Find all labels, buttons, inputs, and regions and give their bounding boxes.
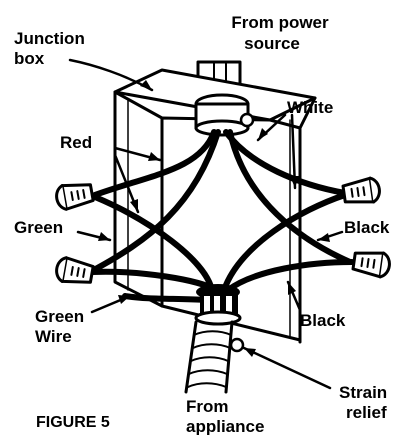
wire-ground	[122, 293, 208, 303]
red-wire-label: Red	[60, 133, 92, 152]
from-power-source-label-line2: source	[244, 34, 300, 53]
junction-box-label-line2: box	[14, 49, 45, 68]
wire-nut-lower-right	[351, 251, 391, 279]
wire-nut-upper-right	[341, 176, 381, 204]
white-wire-label: White	[287, 98, 333, 117]
green-wire-caption-line1: Green	[35, 307, 84, 326]
wire-black-left	[87, 129, 221, 275]
from-appliance-label-line1: From	[186, 397, 229, 416]
figure-caption: FIGURE 5	[36, 414, 110, 431]
bottom-fitting	[194, 284, 245, 353]
wire-black-lower	[225, 259, 355, 293]
wire-nut-upper-left	[55, 183, 95, 211]
black-wire-label-bottom: Black	[300, 311, 346, 330]
top-fitting	[194, 93, 255, 137]
from-appliance-label-line2: appliance	[186, 417, 264, 435]
wire-red-lower	[92, 194, 215, 293]
leader-lines	[68, 58, 344, 390]
junction-box-label-line1: Junction	[14, 29, 85, 48]
wire-black-right	[227, 129, 353, 265]
strain-relief-label-line2: relief	[346, 403, 387, 422]
green-wire-label: Green	[14, 218, 63, 237]
black-wire-label-right: Black	[344, 218, 390, 237]
appliance-cable	[184, 320, 234, 394]
strain-relief-label-line1: Strain	[339, 383, 387, 402]
wire-nut-lower-left	[55, 256, 95, 284]
wire-red-upper	[92, 129, 217, 198]
from-power-source-label-line1: From power	[231, 13, 329, 32]
green-wire-caption-line2: Wire	[35, 327, 72, 346]
wire-white-lower	[221, 192, 348, 293]
